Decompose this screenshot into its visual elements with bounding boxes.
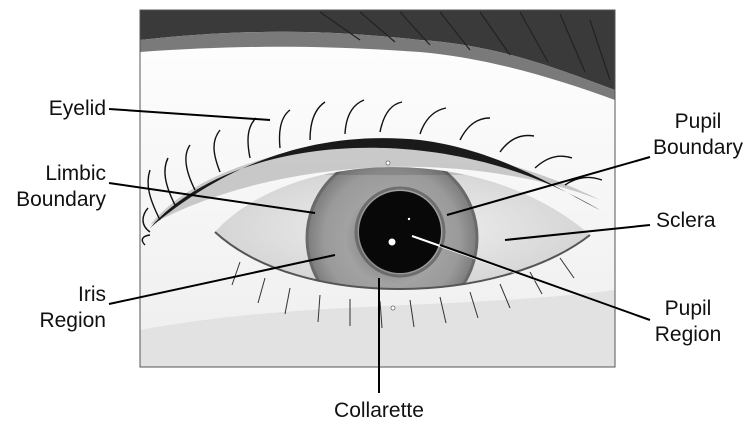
pupil-area — [359, 191, 441, 273]
label-sclera: Sclera — [656, 208, 746, 234]
label-collarette: Collarette — [314, 398, 444, 424]
label-eyelid: Eyelid — [36, 96, 106, 122]
label-pupil-boundary: Pupil Boundary — [642, 109, 754, 161]
label-iris-region: Iris Region — [36, 282, 106, 334]
label-limbic-boundary: Limbic Boundary — [2, 161, 106, 213]
label-pupil-region: Pupil Region — [643, 296, 733, 348]
